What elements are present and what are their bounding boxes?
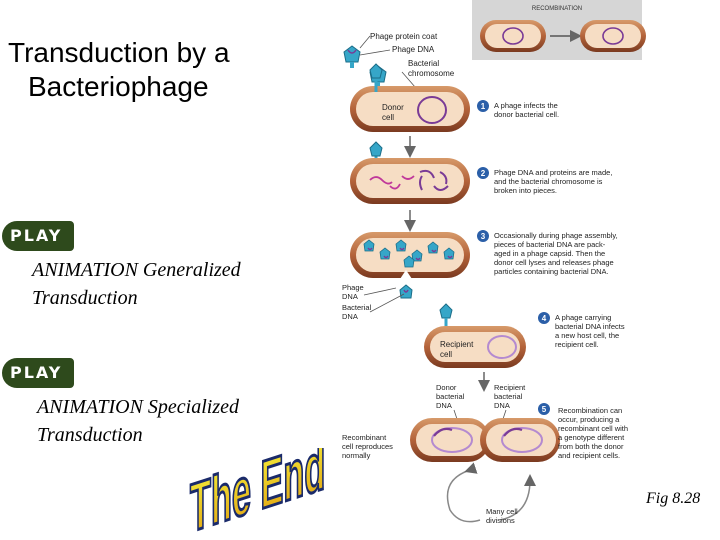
label-side-dna2: DNA <box>342 312 358 321</box>
transduction-diagram: RECOMBINATION Phage protein coat Phage D… <box>342 0 646 525</box>
label-donor-bacterial-dna-3: DNA <box>436 401 452 410</box>
label-recipient-cell-2: cell <box>440 350 452 359</box>
step-5-line1: Recombination can <box>558 406 622 415</box>
label-donor-cell-1: Donor <box>382 103 404 112</box>
the-end-text: The End <box>190 448 325 540</box>
specialized-caption-line2: Transduction <box>37 424 143 446</box>
step-5-line5: from both the donor <box>558 442 624 451</box>
label-donor-cell-2: cell <box>382 113 394 122</box>
label-recipient-bacterial-dna-3: DNA <box>494 401 510 410</box>
step-5-line6: and recipient cells. <box>558 451 620 460</box>
step-4-line1: A phage carrying <box>555 313 611 322</box>
label-side-dna: DNA <box>342 292 358 301</box>
label-phage-protein-coat: Phage protein coat <box>370 32 438 41</box>
recombinant-cells <box>410 418 560 462</box>
assembly-cell <box>350 232 470 299</box>
step-4-line3: a new host cell, the <box>555 331 619 340</box>
label-recombinant-3: normally <box>342 451 371 460</box>
step-2-number: 2 <box>481 169 486 178</box>
label-many-cell-2: divisions <box>486 516 515 525</box>
step-3-number: 3 <box>481 232 486 241</box>
generalized-caption-line2: Transduction <box>32 287 138 309</box>
the-end-wordart: The End <box>189 448 327 540</box>
label-donor-bacterial-dna-2: bacterial <box>436 392 465 401</box>
label-side-bacterial: Bacterial <box>342 303 372 312</box>
recipient-cell <box>424 303 526 368</box>
step-4-line4: recipient cell. <box>555 340 599 349</box>
play-generalized-button[interactable]: PLAY <box>2 221 74 251</box>
figure-label: Fig 8.28 <box>646 490 701 507</box>
label-recipient-bacterial-dna-2: bacterial <box>494 392 523 401</box>
slide-title-line1: Transduction by a <box>8 37 230 68</box>
step-5-line3: recombinant cell with <box>558 424 628 433</box>
label-recombinant-1: Recombinant <box>342 433 387 442</box>
step-5-line2: occur, producing a <box>558 415 620 424</box>
step-3-line3: aged in a phage capsid. Then the <box>494 249 605 258</box>
step-2-line1: Phage DNA and proteins are made, <box>494 168 612 177</box>
infected-cell <box>350 141 470 204</box>
step-3-line1: Occasionally during phage assembly, <box>494 231 618 240</box>
step-5-number: 5 <box>542 405 547 414</box>
step-4-number: 4 <box>542 314 547 323</box>
label-bacterial-chromosome-1: Bacterial <box>408 59 439 68</box>
label-phage-dna: Phage DNA <box>392 45 435 54</box>
step-3-line2: pieces of bacterial DNA are pack- <box>494 240 606 249</box>
label-recombinant-2: cell reproduces <box>342 442 393 451</box>
step-1-number: 1 <box>481 102 486 111</box>
label-recipient-bacterial-dna-1: Recipient <box>494 383 526 392</box>
step-4-line2: bacterial DNA infects <box>555 322 625 331</box>
slide-title-line2: Bacteriophage <box>28 71 209 102</box>
step-5-line4: a genotype different <box>558 433 625 442</box>
step-2-line3: broken into pieces. <box>494 186 557 195</box>
generalized-caption-line1: ANIMATION Generalized <box>32 259 241 281</box>
label-donor-bacterial-dna-1: Donor <box>436 383 457 392</box>
step-1-line2: donor bacterial cell. <box>494 110 559 119</box>
specialized-caption-line1: ANIMATION Specialized <box>37 396 240 418</box>
label-side-phage: Phage <box>342 283 364 292</box>
recombination-inset: RECOMBINATION <box>472 0 646 60</box>
step-2-line2: and the bacterial chromosome is <box>494 177 603 186</box>
play-specialized-button[interactable]: PLAY <box>2 358 74 388</box>
label-bacterial-chromosome-2: chromosome <box>408 69 455 78</box>
specialized-transduction-caption: ANIMATION Specialized Transduction <box>37 393 239 449</box>
donor-cell <box>350 63 470 132</box>
recombination-header: RECOMBINATION <box>532 6 582 12</box>
slide-title: Transduction by a Bacteriophage <box>8 36 230 104</box>
label-many-cell-1: Many cell <box>486 507 518 516</box>
step-3-line4: donor cell lyses and releases phage <box>494 258 614 267</box>
step-3-line5: particles containing bacterial DNA. <box>494 267 609 276</box>
step-1-line1: A phage infects the <box>494 101 558 110</box>
generalized-transduction-caption: ANIMATION Generalized Transduction <box>32 256 241 312</box>
label-recipient-cell-1: Recipient <box>440 340 474 349</box>
